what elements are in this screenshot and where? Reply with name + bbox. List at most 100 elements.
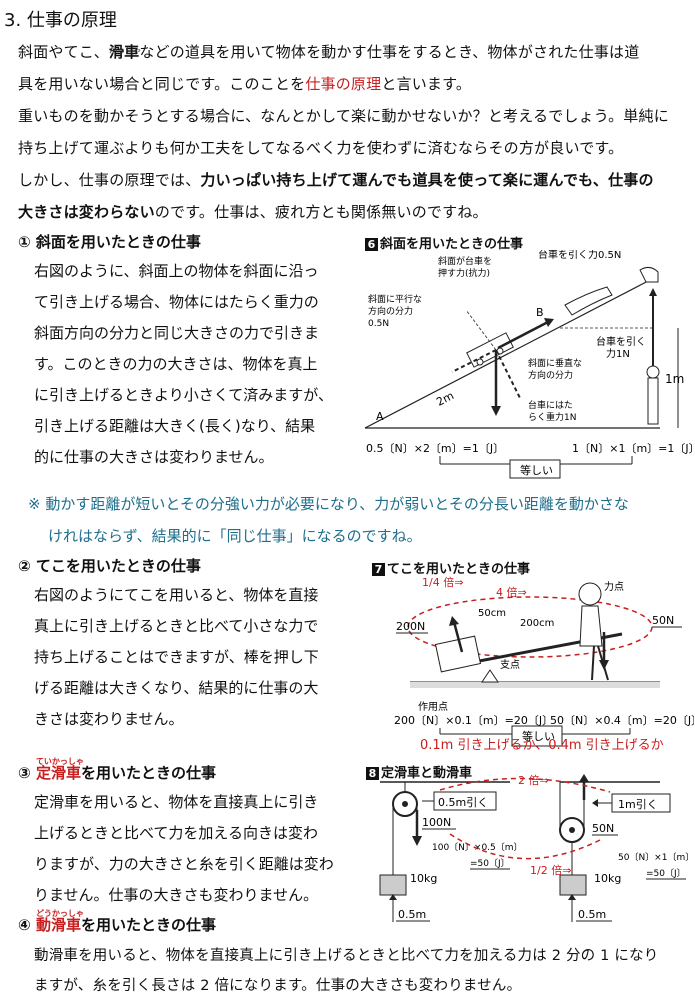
section4-title: ④ どうかっしゃ動滑車を用いたときの仕事 <box>18 909 216 935</box>
label-B: B <box>536 306 544 319</box>
label-resist-1: 斜面が台車を <box>438 255 492 267</box>
lever-50cm: 50cm <box>478 608 506 619</box>
figure8-title-text: 定滑車と動滑車 <box>381 766 473 781</box>
page-title: 3. 仕事の原理 <box>4 10 117 31</box>
intro-text: 斜面やてこ、 <box>18 43 109 61</box>
intro-text: と言います。 <box>381 75 472 93</box>
lever-action: 作用点 <box>418 701 448 713</box>
lever-200N: 200N <box>396 620 425 633</box>
eq-slope-left: 0.5〔N〕×2〔m〕=1〔J〕 <box>366 442 504 455</box>
lever-force-point: 力点 <box>604 580 624 593</box>
intro-line-6: 大きさは変わらないのです。仕事は、疲れ方とも関係無いのですね。 <box>18 196 690 228</box>
section1-line: て引き上げる場合、物体にはたらく重力の <box>34 293 319 311</box>
pulley-two: 2 倍⇒ <box>518 773 549 787</box>
lever-quarter: 1/4 倍⇒ <box>422 575 463 589</box>
pulley-diagram: 0.5m引く 100N 100〔N〕×0.5〔m〕 =50〔J〕 10kg 0.… <box>379 773 694 922</box>
pulley-100N: 100N <box>422 816 451 829</box>
section3-title: ③ ていかっしゃ定滑車を用いたときの仕事 <box>18 757 216 783</box>
section4-term: 動滑車 <box>35 916 81 934</box>
ruby-kassha: かっしゃ <box>108 46 142 55</box>
intro-bold: 力いっぱい持ち上げて運んでも道具を使って楽に運んでも、仕事の <box>200 171 654 189</box>
lever-200cm: 200cm <box>520 618 554 629</box>
label-A: A <box>376 410 384 423</box>
section1-line: 引き上げる距離は大きく(長く)なり、結果 <box>34 417 316 435</box>
section3-num: ③ <box>18 764 36 782</box>
intro-line-1: 斜面やてこ、かっしゃ滑車などの道具を用いて物体を動かす仕事をするとき、物体がされ… <box>18 36 690 68</box>
figure8-badge: 8 <box>366 767 379 780</box>
intro-text: のです。仕事は、疲れ方とも関係無いのですね。 <box>154 203 488 221</box>
figure7-title-text: てこを用いたときの仕事 <box>387 562 531 577</box>
section2-line: 持ち上げることはできますが、棒を押し下 <box>34 648 319 666</box>
section1-line: 斜面方向の分力と同じ大きさの力で引きま <box>34 324 320 342</box>
intro-text: などの道具を用いて物体を動かす仕事をするとき、物体がされた仕事は道 <box>139 43 640 61</box>
equal-lever: 等しい <box>522 729 555 743</box>
figure6-badge: 6 <box>365 238 378 251</box>
section2-line: きさは変わりません。 <box>34 710 184 728</box>
section3-term: 定滑車 <box>35 764 81 782</box>
ruby-teikassha: ていかっしゃ <box>35 757 84 766</box>
note-line-1: ※ 動かす距離が短いとその分強い力が必要になり、力が弱いとその分長い距離を動かさ… <box>28 495 629 513</box>
label-parallel-2: 方向の分力 <box>368 305 413 317</box>
label-gravity-1: 台車にはた <box>528 399 573 411</box>
section4-rest: を用いたときの仕事 <box>80 916 216 934</box>
intro-line-5: しかし、仕事の原理では、力いっぱい持ち上げて運んでも道具を使って楽に運んでも、仕… <box>18 164 690 196</box>
intro-text: 具を用いない場合と同じです。このことを <box>18 75 306 93</box>
label-gravity-2: らく重力1N <box>528 411 576 423</box>
lever-caption: 0.1m 引き上げるか、0.4m 引き上げるか <box>420 738 664 753</box>
section4-line-1: 動滑車を用いると、物体を直接真上に引き上げるときと比べて力を加える力は 2 分の… <box>34 948 659 964</box>
intro-line-4: 持ち上げて運ぶよりも何か工夫をしてなるべく力を使わずに済むならその方が良いです。 <box>18 139 624 157</box>
eq-slope-right: 1〔N〕×1〔m〕=1〔J〕 <box>572 442 692 455</box>
section1-line: に引き上げるときより小さくて済みますが、 <box>34 386 333 404</box>
label-parallel-3: 0.5N <box>368 319 389 329</box>
pulley-kg-left: 10kg <box>410 872 437 885</box>
eq-lever-right: 50〔N〕×0.4〔m〕=20〔J〕 <box>550 714 694 727</box>
section1-line: 右図のように、斜面上の物体を斜面に沿っ <box>34 262 319 280</box>
lever-50N: 50N <box>652 614 674 627</box>
label-perp-2: 方向の分力 <box>528 369 573 381</box>
section3-line: 上げるときと比べて力を加える向きは変わ <box>34 824 318 842</box>
pulley-pull-right: 1m引く <box>618 797 658 811</box>
section2-body: 右図のようにてこを用いると、物体を直接 真上に引き上げるときと比べて小さな力で … <box>34 580 354 735</box>
pulley-m-right: 0.5m <box>578 908 606 921</box>
intro-line-3: 重いものを動かそうとする場合に、なんとかして楽に動かせないか？と考えるでしょう。… <box>18 107 669 125</box>
pulley-pull-left: 0.5m引く <box>438 795 488 809</box>
label-pull-1: 台車を引く <box>596 335 646 348</box>
principle-term: 仕事の原理 <box>305 75 382 93</box>
lever-fulcrum: 支点 <box>500 659 520 671</box>
label-push: 台車を引く力0.5N <box>538 250 621 261</box>
section3-line: りますが、力の大きさと糸を引く距離は変わ <box>34 855 334 873</box>
label-pull-2: 力1N <box>606 347 630 360</box>
label-height: 1m <box>665 372 684 386</box>
figure7-badge: 7 <box>372 563 385 576</box>
pulley-kg-right: 10kg <box>594 872 621 885</box>
section4-line-2: ますが、糸を引く長さは 2 倍になります。仕事の大きさも変わりません。 <box>34 978 522 994</box>
pulley-half: 1/2 倍⇒ <box>530 863 571 877</box>
note-line-2: けれはならず、結果的に「同じ仕事」になるのですね。 <box>48 527 422 545</box>
section1-line: す。このときの力の大きさは、物体を真上 <box>34 355 318 373</box>
intro-text: しかし、仕事の原理では、 <box>18 171 201 189</box>
eq-pulley-left-1: 100〔N〕×0.5〔m〕 <box>432 842 523 853</box>
label-resist-2: 押す力(抗力) <box>438 267 490 279</box>
section1-body: 右図のように、斜面上の物体を斜面に沿っ て引き上げる場合、物体にはたらく重力の … <box>34 256 354 473</box>
section1-line: 的に仕事の大きさは変わりません。 <box>34 448 274 466</box>
figure6-title-text: 斜面を用いたときの仕事 <box>380 237 524 252</box>
intro-bold: 大きさは変わらない <box>18 203 155 221</box>
section4-num: ④ <box>18 916 36 934</box>
section3-rest: を用いたときの仕事 <box>80 764 216 782</box>
eq-lever-left: 200〔N〕×0.1〔m〕=20〔J〕 <box>394 714 553 727</box>
eq-pulley-left-2: =50〔J〕 <box>470 858 510 869</box>
intro-line-2: 具を用いない場合と同じです。このことを仕事の原理と言います。 <box>18 68 690 100</box>
label-parallel-1: 斜面に平行な <box>368 293 422 305</box>
eq-pulley-right-2: =50〔J〕 <box>646 868 686 879</box>
section2-title: ② てこを用いたときの仕事 <box>18 557 201 575</box>
section1-title: ① 斜面を用いたときの仕事 <box>18 233 201 251</box>
slope-diagram: 1m 台車を引く力0.5N 斜面が台車を 押す力(抗力) 斜面に平行な 方向の分… <box>364 250 692 479</box>
label-perp-1: 斜面に垂直な <box>528 357 582 369</box>
section3-line: りません。仕事の大きさも変わりません。 <box>34 886 319 904</box>
section3-line: 定滑車を用いると、物体を直接真上に引き <box>34 793 319 811</box>
lever-four: 4 倍⇒ <box>496 585 527 599</box>
section2-line: 右図のようにてこを用いると、物体を直接 <box>34 586 319 604</box>
eq-pulley-right-1: 50〔N〕×1〔m〕 <box>618 852 694 863</box>
